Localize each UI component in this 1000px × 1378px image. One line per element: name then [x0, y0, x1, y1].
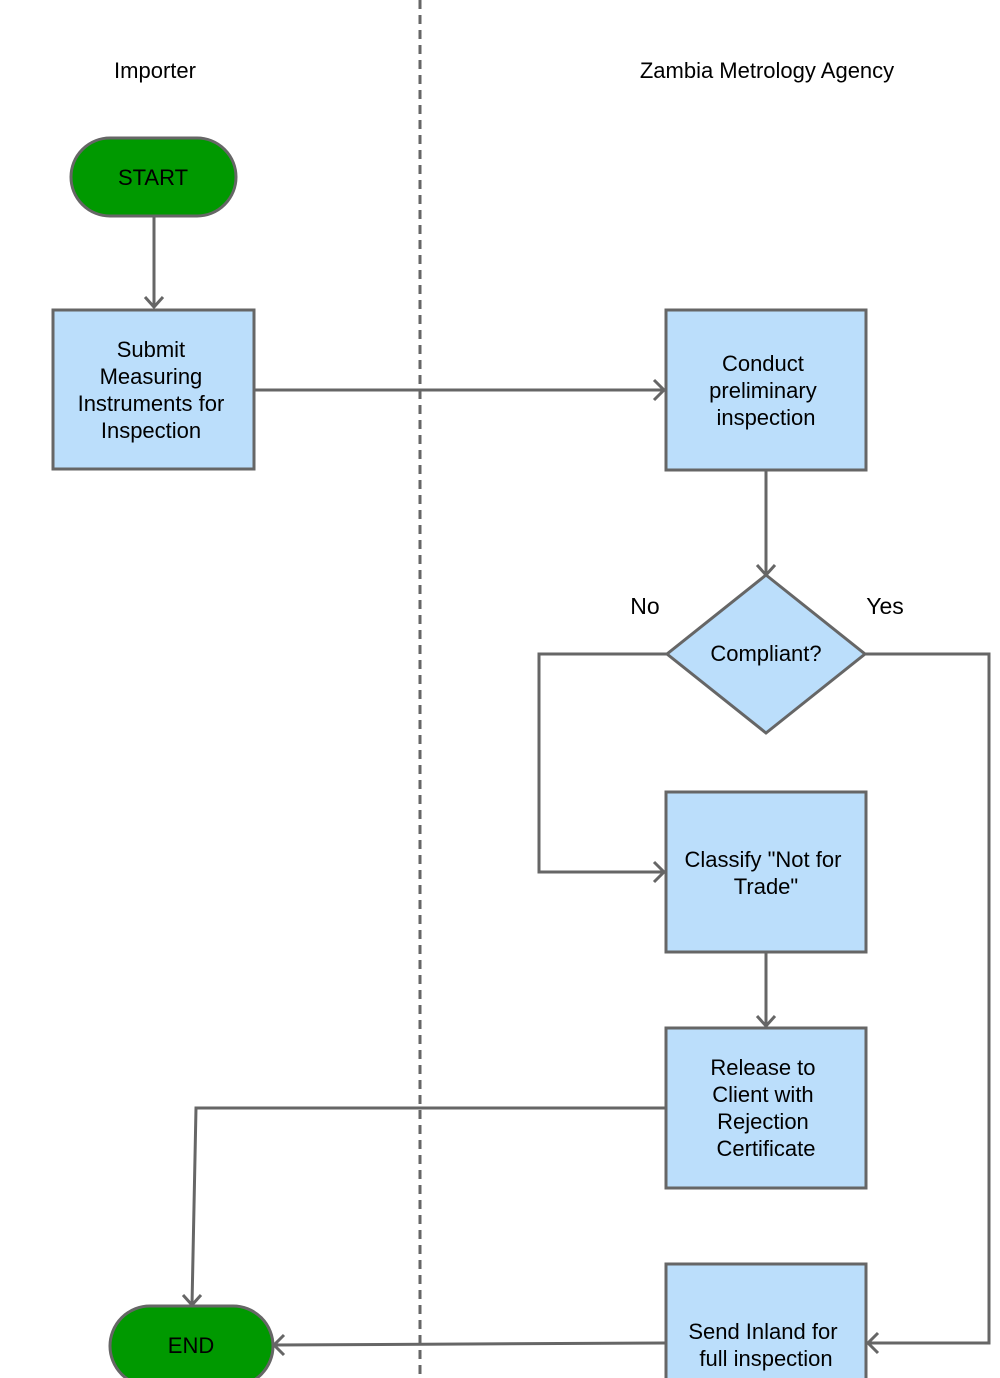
release-label-line: Client with: [712, 1082, 813, 1107]
classify-label-line: Classify "Not for: [684, 847, 841, 872]
connector-release-end: [190, 1106, 665, 1306]
compliant-label: Compliant?: [710, 641, 821, 666]
connector-send-inland-end: [273, 1341, 666, 1347]
submit-label-line: Instruments for: [78, 391, 225, 416]
lane-title-agency: Zambia Metrology Agency: [640, 58, 894, 83]
decision-compliant: Compliant?: [664, 573, 868, 735]
svg-text:Submit Measuring I: Submit Measuring Instruments for Inspect…: [78, 337, 231, 443]
lane-title-importer: Importer: [114, 58, 196, 83]
release-label-line: Certificate: [716, 1136, 815, 1161]
preliminary-label-line: inspection: [716, 405, 815, 430]
preliminary-label-line: Conduct: [722, 351, 804, 376]
svg-text:Classify "Not for Trade": Classify "Not for Trade": [684, 847, 847, 899]
preliminary-label-line: preliminary: [709, 378, 817, 403]
connectors: [143, 217, 991, 1357]
process-send-inland: Send Inland for full inspection: [664, 1262, 868, 1378]
start-terminal: START: [69, 136, 238, 218]
submit-label-line: Submit: [117, 337, 185, 362]
end-terminal: END: [108, 1304, 275, 1378]
release-label-line: Release to: [710, 1055, 815, 1080]
submit-label-line: Inspection: [101, 418, 201, 443]
edge-label-no: No: [630, 593, 659, 619]
arrowhead-preliminary: [652, 378, 667, 402]
connector-yes-send-inland: [865, 652, 991, 1345]
svg-text:Release to Client with: Release to Client with Rejection Certifi…: [710, 1055, 821, 1161]
arrowhead-send-inland: [865, 1331, 880, 1355]
connector-no-classify: [537, 652, 667, 874]
process-submit-instruments: Submit Measuring Instruments for Inspect…: [51, 308, 256, 471]
svg-text:Conduct preliminary: Conduct preliminary inspection: [709, 351, 823, 430]
arrowhead-submit: [143, 295, 165, 310]
classify-label-line: Trade": [734, 874, 798, 899]
release-label-line: Rejection: [717, 1109, 809, 1134]
arrowhead-classify: [652, 860, 667, 884]
submit-label-line: Measuring: [100, 364, 203, 389]
start-label: START: [118, 165, 188, 190]
process-classify-not-for-trade: Classify "Not for Trade": [664, 790, 868, 954]
send-inland-label-line: Send Inland for: [688, 1319, 837, 1344]
process-release-to-client: Release to Client with Rejection Certifi…: [664, 1026, 868, 1190]
send-inland-label-line: full inspection: [699, 1346, 832, 1371]
end-label: END: [168, 1333, 214, 1358]
edge-label-yes: Yes: [866, 593, 904, 619]
process-preliminary-inspection: Conduct preliminary inspection: [664, 308, 868, 472]
svg-text:Send Inland for full ins: Send Inland for full inspection: [688, 1319, 843, 1371]
arrowhead-release: [755, 1014, 777, 1029]
